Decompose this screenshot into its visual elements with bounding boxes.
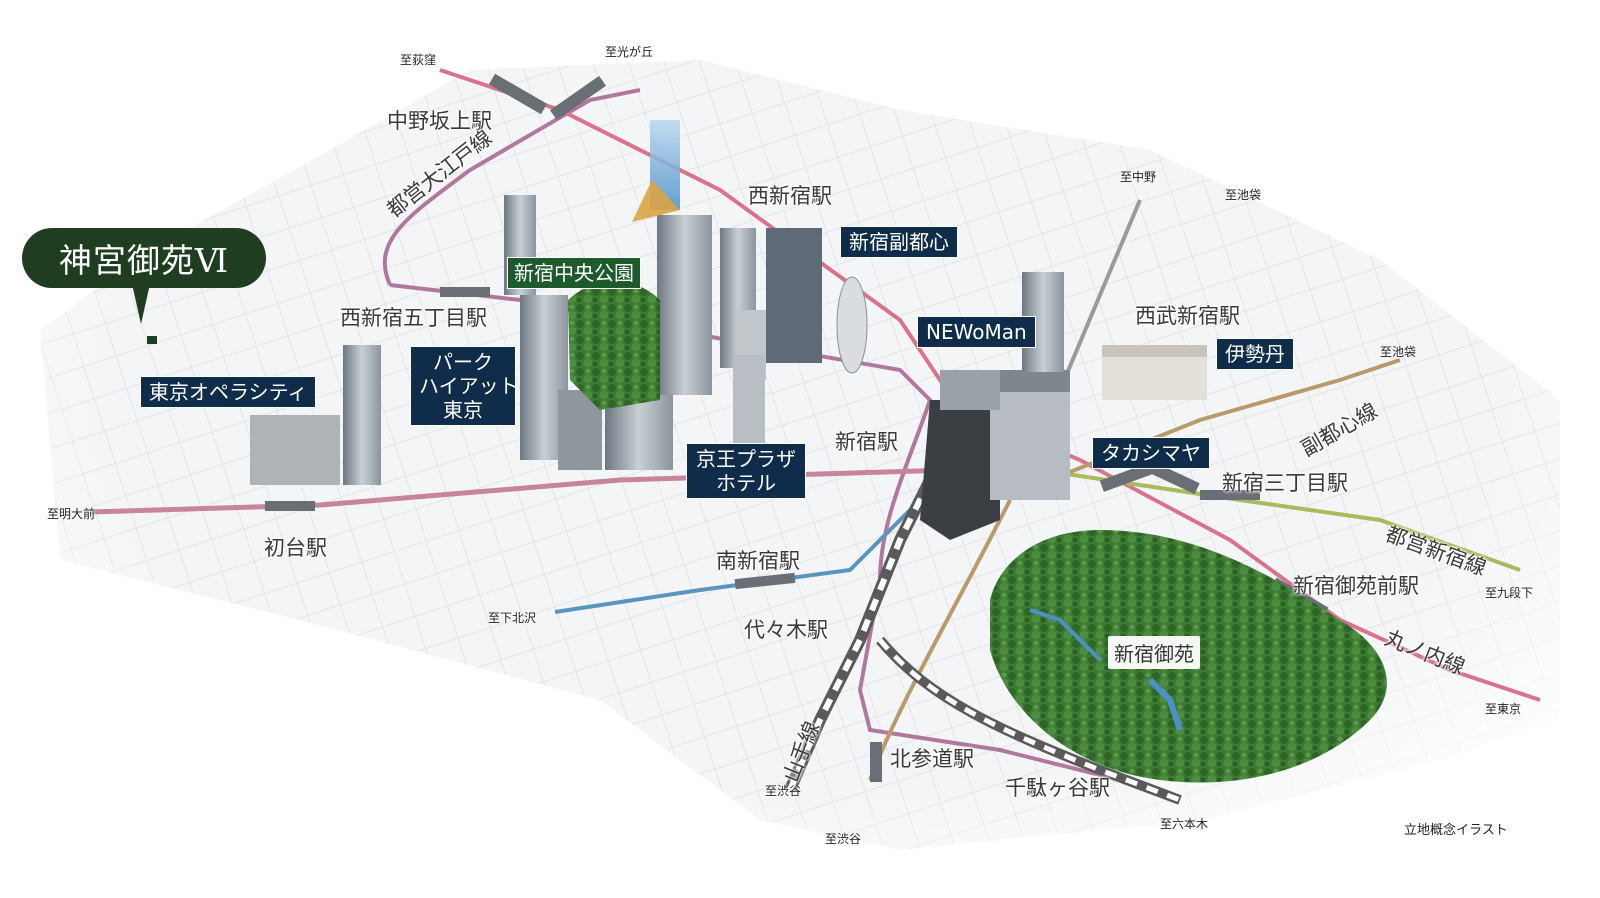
direction-ogikubo: 至荻窪 [400,53,437,67]
landmark-shinjuku-central-park: 新宿中央公園 [507,257,641,289]
fukutoshin-line-south [868,499,1012,781]
direction-meidaimae: 至明大前 [47,507,96,521]
station-shinjuku-gyoenmae: 新宿御苑前駅 [1293,574,1419,598]
station-hatsudai: 初台駅 [264,536,327,560]
landmark-isetan: 伊勢丹 [1216,338,1294,370]
landmark-shinjuku-gyoen: 新宿御苑 [1108,636,1200,669]
yamanote-dash [787,418,963,792]
property-location-marker [147,336,157,344]
station-sendagaya: 千駄ヶ谷駅 [1005,776,1110,800]
property-name: 神宮御苑Ⅵ [58,241,230,280]
station-minami-shinjuku: 南新宿駅 [716,549,800,573]
direction-ikebukuro: 至池袋 [1225,188,1262,202]
direction-tokyo: 至東京 [1485,702,1522,716]
station-yoyogi: 代々木駅 [744,618,828,642]
direction-shibuya: 至渋谷 [825,832,862,846]
station-nishi-shinjuku-gochome: 西新宿五丁目駅 [340,306,487,330]
station-shinjuku: 新宿駅 [835,430,898,454]
chuo-dash [878,638,1181,803]
property-pointer [132,284,150,324]
direction-ikebukuro-2: 至池袋 [1380,345,1417,359]
direction-hikarigaoka: 至光が丘 [605,45,654,59]
station-shinjuku-sanchome: 新宿三丁目駅 [1222,471,1348,495]
station-kitasando: 北参道駅 [890,747,974,771]
landmark-tokyo-opera-city: 東京オペラシティ [140,376,317,408]
oedo-line [382,88,641,286]
landmark-park-hyatt: パーク ハイアット 東京 [410,346,519,426]
landmark-keio-plaza: 京王プラザ ホテル [686,443,806,499]
illustration-note: 立地概念イラスト [1404,823,1508,838]
landmark-newoman: NEWoMan [917,316,1036,348]
shinjuku-station-building [920,370,1070,540]
property-name-bubble: 神宮御苑Ⅵ [22,228,266,288]
station-nakano-sakaue: 中野坂上駅 [387,109,492,133]
landmark-shinjuku-fukutoshin: 新宿副都心 [840,226,958,258]
direction-shimokitazawa: 至下北沢 [488,611,537,625]
direction-roppongi: 至六本木 [1160,817,1209,831]
station-nishi-shinjuku: 西新宿駅 [748,184,832,208]
shinjuku-line [1039,468,1521,572]
landmark-takashimaya: タカシマヤ [1092,437,1210,469]
direction-nakano: 至中野 [1120,170,1157,184]
seibu-line [1058,199,1142,391]
direction-shibuya-2: 至渋谷 [765,784,802,798]
direction-kudanshita: 至九段下 [1485,586,1534,600]
station-seibu-shinjuku: 西武新宿駅 [1135,304,1240,328]
